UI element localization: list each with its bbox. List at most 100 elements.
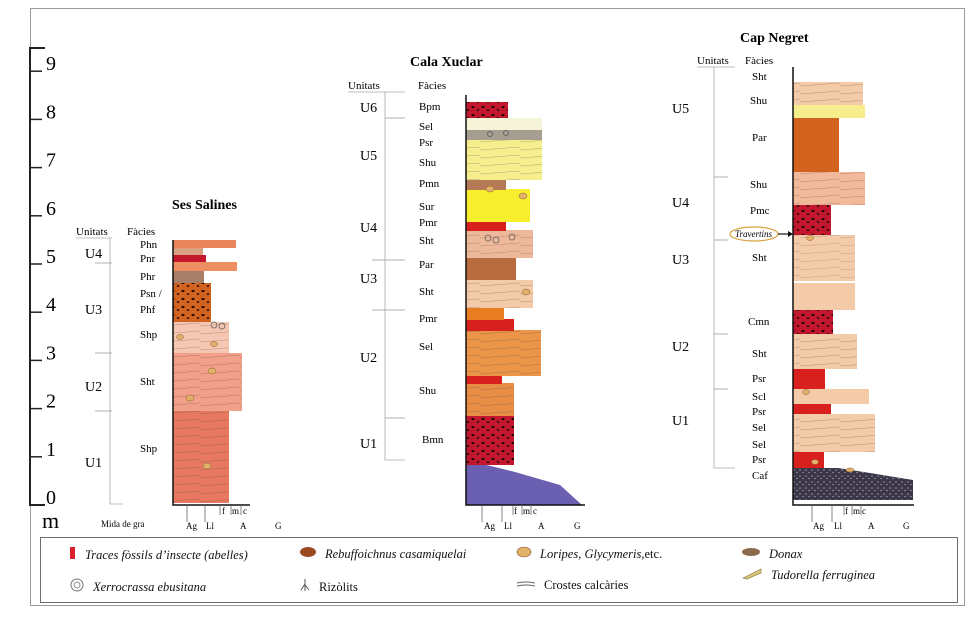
- unit-label: U2: [672, 340, 689, 355]
- grain-label: A: [538, 521, 545, 531]
- grain-label: c: [533, 506, 537, 516]
- legend: Traces fòssils d’insecte (abelles) Rebuf…: [40, 537, 958, 603]
- facies-label: Caf: [752, 470, 768, 482]
- facies-label: Par: [752, 132, 767, 144]
- bed-sel: [466, 118, 542, 130]
- facies-label: Sel: [419, 341, 433, 353]
- facies-label: Shu: [750, 95, 768, 107]
- legend-label-suffix: etc.: [644, 546, 663, 561]
- grain-label: A: [240, 521, 247, 531]
- grain-scale: Ag Ll f m c A G Mida de gra: [101, 505, 282, 531]
- unit-label: U3: [672, 253, 689, 268]
- grain-scale: Ag Ll f m c A G: [811, 505, 910, 531]
- bed-pmn: [466, 180, 506, 190]
- xerrocrassa-snail-icon: [69, 578, 85, 596]
- facies-label: Psr: [752, 406, 766, 418]
- facies-label: Pmr: [419, 217, 438, 229]
- facies-label: Shp: [140, 443, 158, 455]
- bed-phn: [173, 240, 236, 248]
- facies-label: Shp: [140, 329, 158, 341]
- facies-label: Sel: [419, 121, 433, 133]
- scale-tick-label: 3: [46, 342, 56, 364]
- legend-item: Rizòlits: [299, 578, 358, 596]
- column-cala-xuclar: Cala Xuclar Unitats Fàcies U6 U5 U4 U3 U…: [348, 55, 585, 531]
- facies-label: Sur: [419, 201, 435, 213]
- unit-label: U4: [360, 221, 377, 236]
- grain-label: f: [845, 506, 848, 516]
- facies-label: Sht: [752, 252, 767, 264]
- calcrete-crust-icon: [516, 578, 536, 593]
- legend-item: Tudorella ferruginea: [741, 566, 875, 584]
- facies-header: Fàcies: [127, 226, 155, 238]
- grain-label: m: [232, 506, 239, 516]
- scale-tick-label: 0: [46, 487, 56, 509]
- unit-label: U2: [360, 351, 377, 366]
- legend-label: Xerrocrassa ebusitana: [93, 579, 207, 594]
- scale-unit-label: m: [42, 508, 59, 533]
- legend-item: Loripes, Glycymeris, etc.: [516, 546, 662, 562]
- legend-item: Donax: [741, 546, 802, 562]
- facies-header: Fàcies: [745, 55, 773, 67]
- column-ses-salines: Ses Salines Unitats Fàcies U4 U3 U2 U1 P…: [76, 198, 282, 531]
- grain-label: m: [523, 506, 530, 516]
- facies-label: Sel: [752, 422, 766, 434]
- grain-label: Ag: [813, 521, 824, 531]
- facies-label: Shu: [750, 179, 768, 191]
- unit-label: U3: [360, 272, 377, 287]
- bed-sht: [793, 283, 855, 310]
- units-header: Unitats: [697, 55, 729, 67]
- facies-label: Psr: [419, 137, 433, 149]
- unit-label: U5: [360, 149, 377, 164]
- grain-label: Ll: [504, 521, 512, 531]
- rebuffoichnus-icon: [299, 546, 317, 562]
- scale-tick-label: 9: [46, 53, 56, 75]
- rhizolith-icon: [299, 578, 311, 596]
- bed-psr: [793, 452, 824, 468]
- grain-label: c: [243, 506, 247, 516]
- facies-label: Sht: [752, 348, 767, 360]
- facies-label: Sht: [419, 235, 434, 247]
- facies-label: Bpm: [419, 101, 441, 113]
- bed-basement: [466, 460, 582, 505]
- facies-label: Shu: [419, 385, 437, 397]
- facies-label: Phf: [140, 304, 156, 316]
- scale-tick-label: 5: [46, 246, 56, 268]
- units-header: Unitats: [76, 226, 108, 238]
- bed-pmr: [466, 319, 514, 331]
- legend-item: Xerrocrassa ebusitana: [69, 578, 206, 596]
- unit-label: U3: [85, 303, 102, 318]
- bed-par: [466, 258, 516, 280]
- unit-label: U4: [85, 247, 102, 262]
- facies-label: Par: [419, 259, 434, 271]
- grain-label: m: [853, 506, 860, 516]
- unit-label: U6: [360, 101, 377, 116]
- scale-tick-label: 2: [46, 391, 56, 413]
- legend-label: Rizòlits: [319, 579, 358, 594]
- legend-item: Traces fòssils d’insecte (abelles): [69, 546, 248, 564]
- donax-shell-icon: [741, 546, 761, 562]
- legend-label: Crostes calcàries: [544, 578, 629, 592]
- unit-label: U5: [672, 102, 689, 117]
- legend-item: Rebuffoichnus casamiquelai: [299, 546, 466, 562]
- facies-label: Sht: [140, 376, 155, 388]
- unit-label: U2: [85, 380, 102, 395]
- grain-label: G: [275, 521, 282, 531]
- grain-caption: Mida de gra: [101, 519, 144, 529]
- bed-pnr-red: [173, 255, 206, 262]
- unit-label: U1: [360, 437, 377, 452]
- bed-pmr: [466, 222, 506, 231]
- grain-label: c: [862, 506, 866, 516]
- facies-label: Pmr: [419, 313, 438, 325]
- tudorella-shell-icon: [741, 566, 763, 584]
- bed-tudorella: [793, 105, 865, 118]
- unit-label: U1: [672, 414, 689, 429]
- facies-label: Phr: [140, 271, 156, 283]
- facies-label: Shu: [419, 157, 437, 169]
- bed-psr: [793, 369, 825, 389]
- facies-label: Scl: [752, 391, 766, 403]
- unit-label: U4: [672, 196, 689, 211]
- grain-label: f: [514, 506, 517, 516]
- legend-label: Donax: [769, 546, 803, 561]
- scale-tick-label: 4: [46, 294, 56, 316]
